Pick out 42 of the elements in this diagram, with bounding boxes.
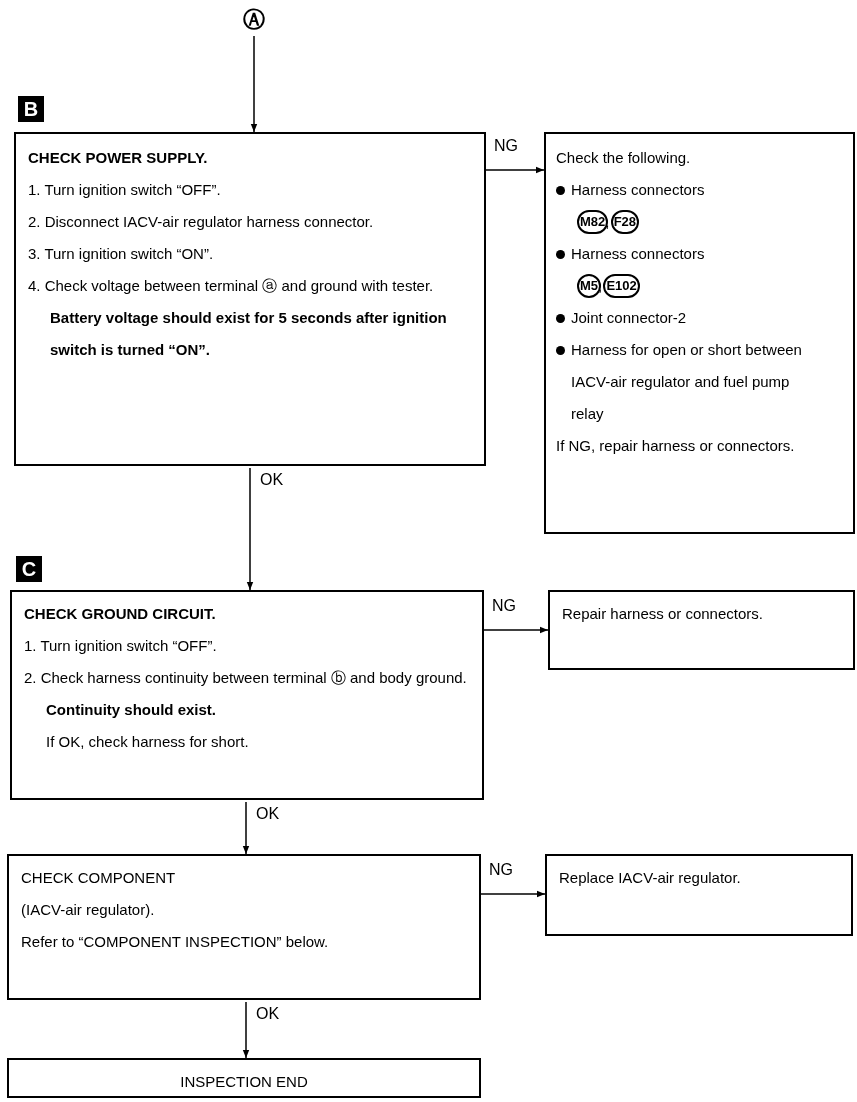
- connector-codes: M5, E102: [556, 270, 817, 302]
- box-text: CHECK COMPONENT: [21, 868, 177, 888]
- arrow: [480, 890, 546, 898]
- step-text: 4. Check voltage between terminal ⓐ and ground with tester.: [28, 276, 435, 296]
- process-box: [7, 1058, 481, 1098]
- section-marker: C: [16, 556, 42, 582]
- arrow: [246, 467, 254, 591]
- process-box: [545, 854, 853, 936]
- process-box: [10, 590, 484, 800]
- box-text: If NG, repair harness or connectors.: [556, 436, 796, 456]
- circled-letter: Ⓐ: [243, 6, 265, 34]
- step-text: 2. Check harness continuity between terminal ⓑ and body ground.: [24, 668, 468, 688]
- process-box: [7, 854, 481, 1000]
- step-note: If OK, check harness for short.: [45, 732, 250, 752]
- arrow: [250, 35, 258, 133]
- connector-codes: M82, F28: [556, 206, 817, 238]
- section-marker: B: [18, 96, 44, 122]
- box-text: Replace IACV-air regulator.: [559, 868, 742, 888]
- box-text: Repair harness or connectors.: [562, 604, 764, 624]
- end-text: INSPECTION END: [179, 1072, 309, 1092]
- step-heading: CHECK POWER SUPPLY.: [28, 148, 209, 168]
- process-box: [14, 132, 486, 466]
- step-text: 2. Disconnect IACV-air regulator harness connector.: [28, 212, 375, 232]
- arrow: [242, 1001, 250, 1059]
- arrow: [485, 166, 545, 174]
- step-note: Continuity should exist.: [45, 700, 217, 720]
- list-item: Harness connectors: [571, 244, 705, 264]
- step-note: Battery voltage should exist for 5 seconds after ignition switch is turned “ON”.: [49, 308, 448, 360]
- process-box: [548, 590, 855, 670]
- box-text: Check the following.: [556, 148, 692, 168]
- step-text: 1. Turn ignition switch “OFF”.: [24, 636, 218, 656]
- step-heading: CHECK GROUND CIRCUIT.: [24, 604, 217, 624]
- arrow: [242, 801, 250, 855]
- step-text: 1. Turn ignition switch “OFF”.: [28, 180, 222, 200]
- list-item: Harness connectors: [571, 180, 705, 200]
- box-text: (IACV-air regulator).: [21, 900, 156, 920]
- process-box: [544, 132, 855, 534]
- arrow: [483, 626, 549, 634]
- list-item: Harness for open or short between IACV-air regulator and fuel pump relay: [571, 340, 803, 424]
- box-text: Refer to “COMPONENT INSPECTION” below.: [21, 932, 330, 952]
- list-item: Joint connector-2: [571, 308, 687, 328]
- step-text: 3. Turn ignition switch “ON”.: [28, 244, 215, 264]
